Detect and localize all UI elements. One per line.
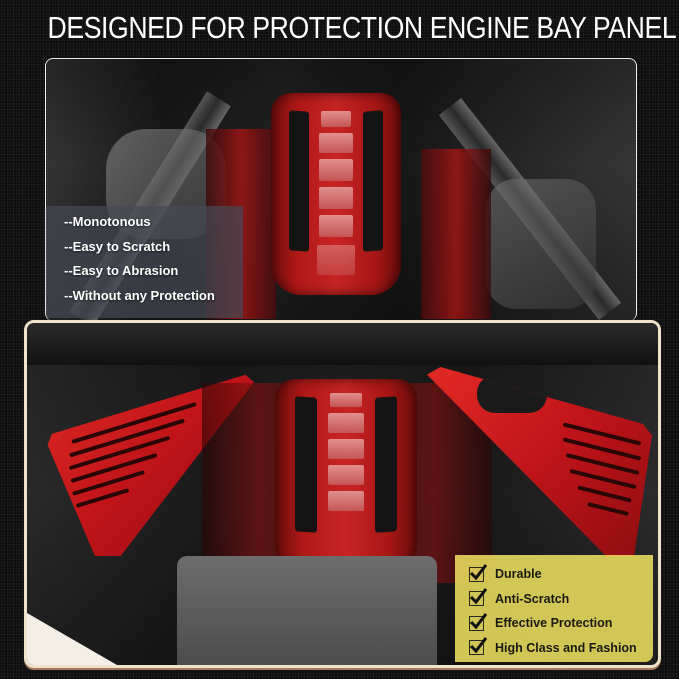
engine-rib bbox=[328, 491, 364, 511]
page-title: DESIGNED FOR PROTECTION ENGINE BAY PANEL bbox=[47, 10, 677, 45]
engine-rib bbox=[328, 413, 364, 433]
engine-vent-left bbox=[289, 110, 309, 252]
lower-gray-cover bbox=[177, 556, 437, 665]
engine-cover bbox=[275, 379, 417, 574]
engine-rib bbox=[319, 215, 353, 237]
engine-rib bbox=[317, 245, 355, 275]
pros-item: Durable bbox=[469, 562, 637, 587]
after-engine-photo bbox=[24, 320, 661, 668]
engine-rib bbox=[319, 159, 353, 181]
panel-slat bbox=[72, 470, 145, 496]
cons-item: --Easy to Scratch bbox=[64, 238, 171, 254]
cons-item: --Easy to Abrasion bbox=[64, 263, 179, 278]
engine-rib bbox=[328, 465, 364, 485]
panel-cutout bbox=[477, 375, 547, 413]
checkbox-checked-icon bbox=[469, 563, 487, 582]
pros-box: Durable Anti-Scratch Effective Protectio… bbox=[455, 555, 653, 662]
engine-vent-left bbox=[295, 396, 317, 533]
checkbox-checked-icon bbox=[469, 612, 487, 631]
engine-rib bbox=[328, 439, 364, 459]
engine-rib bbox=[319, 187, 353, 209]
cons-item: --Without any Protection bbox=[64, 287, 215, 303]
panel-slat bbox=[577, 485, 632, 503]
cons-box: --Monotonous --Easy to Scratch --Easy to… bbox=[46, 206, 243, 318]
engine-cover bbox=[271, 93, 401, 295]
engine-rib bbox=[321, 111, 351, 127]
pros-label: High Class and Fashion bbox=[495, 640, 637, 655]
pros-label: Effective Protection bbox=[495, 616, 613, 631]
before-engine-photo: --Monotonous --Easy to Scratch --Easy to… bbox=[45, 58, 637, 321]
pros-item: Effective Protection bbox=[469, 611, 637, 636]
pros-label: Anti-Scratch bbox=[495, 591, 570, 606]
pros-list: Durable Anti-Scratch Effective Protectio… bbox=[469, 562, 637, 660]
red-frame-right bbox=[421, 149, 491, 319]
checkbox-checked-icon bbox=[469, 637, 487, 656]
heat-shield-right bbox=[486, 179, 596, 309]
engine-vent-right bbox=[363, 110, 383, 252]
pros-label: Durable bbox=[495, 567, 542, 582]
engine-rib bbox=[330, 393, 362, 407]
pros-item: Anti-Scratch bbox=[469, 587, 637, 612]
rear-bulkhead bbox=[27, 323, 658, 365]
panel-slat bbox=[587, 501, 629, 517]
cons-list: --Monotonous --Easy to Scratch --Easy to… bbox=[46, 210, 215, 308]
engine-vent-right bbox=[375, 396, 397, 533]
pros-item: High Class and Fashion bbox=[469, 636, 637, 661]
checkbox-checked-icon bbox=[469, 588, 487, 607]
engine-rib bbox=[319, 133, 353, 153]
white-corner-accent bbox=[27, 613, 117, 665]
cons-item: --Monotonous bbox=[64, 214, 151, 229]
